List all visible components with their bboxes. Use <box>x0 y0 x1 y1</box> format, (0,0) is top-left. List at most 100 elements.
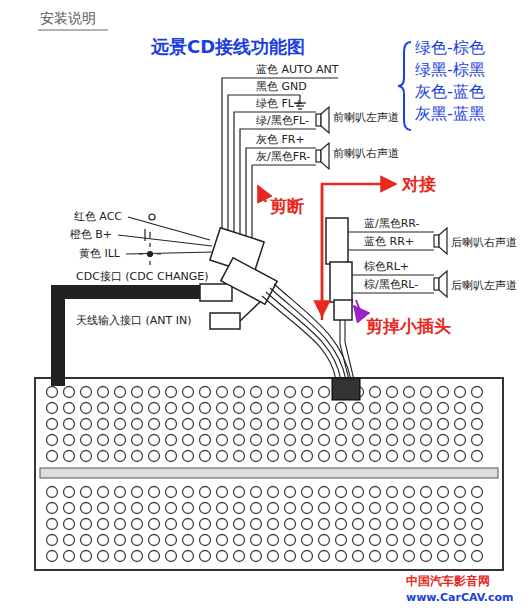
mounting-hole <box>217 535 228 546</box>
mounting-hole <box>285 403 296 414</box>
mounting-hole <box>166 535 177 546</box>
mounting-hole <box>217 519 228 530</box>
watermark: www.CarCAV.com <box>404 591 516 604</box>
mounting-hole <box>149 487 160 498</box>
mounting-hole <box>421 403 432 414</box>
mounting-hole <box>319 503 330 514</box>
mounting-hole <box>438 387 449 398</box>
mounting-hole <box>234 403 245 414</box>
mounting-hole <box>251 519 262 530</box>
mounting-hole <box>336 435 347 446</box>
mounting-hole <box>319 435 330 446</box>
mounting-hole <box>81 519 92 530</box>
mounting-hole <box>404 435 415 446</box>
speaker-label: 前喇叭右声道 <box>333 147 399 160</box>
mounting-hole <box>319 487 330 498</box>
mounting-hole <box>98 451 109 462</box>
mounting-hole <box>115 519 126 530</box>
mounting-hole <box>251 451 262 462</box>
wire-label: 灰/黑色FR- <box>256 150 310 163</box>
mounting-hole <box>47 435 58 446</box>
mounting-hole <box>353 451 364 462</box>
mounting-hole <box>149 451 160 462</box>
speaker-symbol <box>316 107 329 169</box>
wire-label: 棕色RL+ <box>364 260 409 273</box>
mounting-hole <box>336 535 347 546</box>
mounting-hole <box>455 551 466 562</box>
mounting-hole <box>268 503 279 514</box>
mounting-hole <box>268 419 279 430</box>
mounting-hole <box>115 535 126 546</box>
mounting-hole <box>421 535 432 546</box>
mounting-hole <box>47 451 58 462</box>
mounting-hole <box>421 551 432 562</box>
mounting-hole <box>166 487 177 498</box>
mounting-hole <box>183 535 194 546</box>
mounting-hole <box>319 519 330 530</box>
mounting-hole <box>455 487 466 498</box>
mounting-hole <box>98 403 109 414</box>
mounting-hole <box>166 451 177 462</box>
mounting-hole <box>200 403 211 414</box>
mounting-hole <box>268 403 279 414</box>
speaker-label: 后喇叭左声道 <box>451 279 517 292</box>
mounting-hole <box>234 487 245 498</box>
mounting-hole <box>132 487 143 498</box>
mounting-hole <box>64 387 75 398</box>
mounting-hole <box>404 387 415 398</box>
mounting-hole <box>64 535 75 546</box>
head-unit <box>35 378 503 570</box>
mounting-hole <box>268 387 279 398</box>
mounting-hole <box>336 519 347 530</box>
mounting-hole <box>183 487 194 498</box>
mounting-hole <box>285 451 296 462</box>
mounting-hole <box>336 451 347 462</box>
mounting-hole <box>132 435 143 446</box>
mounting-hole <box>115 419 126 430</box>
mounting-hole <box>438 551 449 562</box>
mounting-hole <box>404 551 415 562</box>
mounting-hole <box>404 419 415 430</box>
mounting-hole <box>251 551 262 562</box>
mounting-hole <box>268 519 279 530</box>
mounting-hole <box>47 551 58 562</box>
mounting-hole <box>98 419 109 430</box>
mounting-hole <box>319 451 330 462</box>
note: 灰色-蓝色 <box>415 82 485 101</box>
mounting-hole <box>387 451 398 462</box>
mounting-hole <box>64 487 75 498</box>
red-arrow <box>321 186 324 316</box>
note: 灰黑-蓝黑 <box>415 104 485 123</box>
mounting-hole <box>132 519 143 530</box>
mounting-hole <box>98 387 109 398</box>
mounting-hole <box>217 403 228 414</box>
mounting-hole <box>285 503 296 514</box>
mounting-hole <box>404 487 415 498</box>
mounting-hole <box>149 403 160 414</box>
red-note: 剪断 <box>270 196 304 216</box>
mounting-hole <box>217 503 228 514</box>
wire-label: 黄色 ILL <box>79 247 120 260</box>
mounting-hole <box>81 503 92 514</box>
mounting-hole <box>234 519 245 530</box>
mounting-hole <box>251 435 262 446</box>
mounting-hole <box>353 551 364 562</box>
mounting-hole <box>183 503 194 514</box>
mounting-hole <box>370 503 381 514</box>
mounting-hole <box>166 419 177 430</box>
mounting-hole <box>472 435 483 446</box>
mounting-hole <box>455 419 466 430</box>
mounting-hole <box>234 387 245 398</box>
mounting-hole <box>404 503 415 514</box>
speaker-label: 前喇叭左声道 <box>333 111 399 124</box>
mounting-hole <box>149 419 160 430</box>
mounting-hole <box>472 535 483 546</box>
mounting-hole <box>166 551 177 562</box>
mounting-hole <box>98 503 109 514</box>
port-label: CDC接口 (CDC CHANGE) <box>76 270 208 283</box>
mounting-hole <box>285 535 296 546</box>
mounting-hole <box>421 451 432 462</box>
cdc-cable <box>58 292 200 386</box>
mounting-hole <box>234 451 245 462</box>
